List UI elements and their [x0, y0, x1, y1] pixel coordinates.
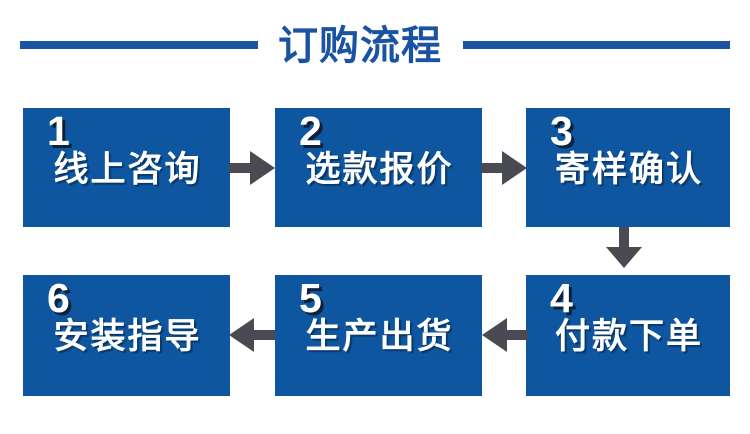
arrow-shaft [481, 163, 502, 173]
arrow-left-icon [229, 318, 275, 352]
arrow-head [606, 247, 642, 268]
step-number: 5 [299, 275, 322, 321]
step-number: 6 [47, 275, 70, 321]
step-box-install-guide: 6 安装指导 [23, 275, 230, 396]
arrow-shaft [507, 330, 528, 340]
step-box-pay-order: 4 付款下单 [526, 275, 730, 396]
arrow-head [502, 151, 527, 185]
arrow-head [482, 318, 507, 352]
arrow-head [229, 318, 254, 352]
step-box-sample-confirm: 3 寄样确认 [526, 108, 730, 227]
arrow-left-icon [482, 318, 528, 352]
step-label: 寄样确认 [554, 150, 703, 189]
step-number: 2 [299, 108, 322, 154]
arrow-right-icon [229, 151, 275, 185]
step-box-produce-ship: 5 生产出货 [275, 275, 482, 396]
step-label: 付款下单 [554, 317, 703, 356]
title-left-bar [20, 41, 258, 49]
arrow-down-icon [606, 227, 642, 268]
step-label: 安装指导 [53, 317, 202, 356]
arrow-shaft [254, 330, 275, 340]
arrow-head [250, 151, 275, 185]
arrow-shaft [619, 227, 629, 247]
step-box-online-consult: 1 线上咨询 [23, 108, 230, 227]
step-label: 选款报价 [305, 150, 454, 189]
step-number: 3 [550, 108, 573, 154]
step-label: 线上咨询 [53, 150, 202, 189]
step-number: 4 [550, 275, 573, 321]
page-title: 订购流程 [278, 24, 442, 68]
title-right-bar [463, 41, 730, 49]
step-label: 生产出货 [305, 317, 454, 356]
arrow-right-icon [481, 151, 527, 185]
step-number: 1 [47, 108, 70, 154]
step-box-select-quote: 2 选款报价 [275, 108, 482, 227]
arrow-shaft [229, 163, 250, 173]
